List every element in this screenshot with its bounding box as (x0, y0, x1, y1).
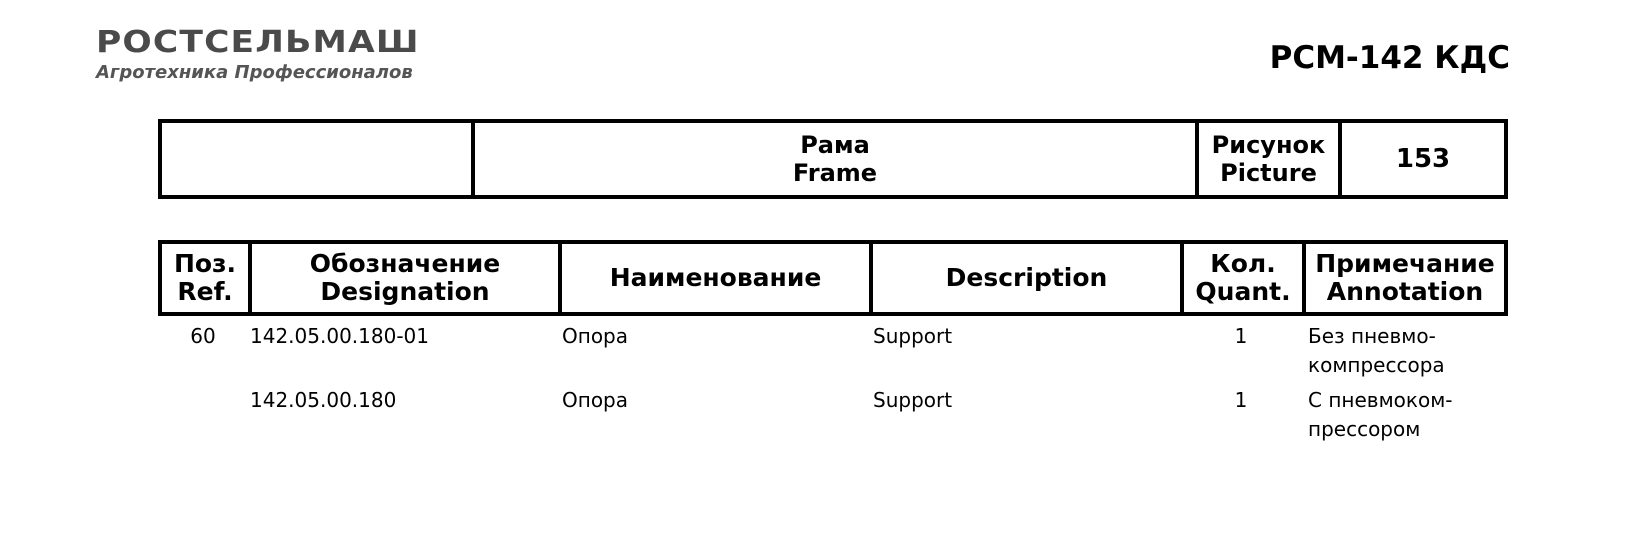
title-block: Рама Frame Рисунок Picture 153 (158, 119, 1508, 199)
company-logo: РОСТСЕЛЬМАШ Агротехника Профессионалов (96, 28, 418, 84)
annotation-line: компрессора (1308, 353, 1445, 377)
cell-annotation: Без пневмо- компрессора (1302, 322, 1508, 380)
cell-ref: 60 (190, 324, 216, 348)
picture-label-cell: Рисунок Picture (1199, 123, 1342, 195)
cell-name: Опора (562, 388, 629, 412)
assembly-name-cell: Рама Frame (475, 123, 1199, 195)
title-block-empty-cell (162, 123, 475, 195)
parts-table-body: 60 142.05.00.180-01 Опора Support 1 Без … (158, 316, 1508, 444)
logo-wordmark: РОСТСЕЛЬМАШ (96, 25, 420, 60)
header-name-ru: Наименование (609, 263, 822, 292)
header-designation-ru: Обозначение (309, 249, 501, 278)
header-designation-en: Designation (320, 277, 490, 306)
header-annotation: Примечание Annotation (1306, 244, 1504, 312)
header-ref-ru: Поз. (173, 249, 237, 278)
header-ref: Поз. Ref. (162, 244, 252, 312)
annotation-line: Без пневмо- (1308, 324, 1436, 348)
cell-designation: 142.05.00.180-01 (250, 324, 429, 348)
assembly-name-en: Frame (792, 159, 878, 187)
cell-quantity: 1 (1234, 388, 1248, 412)
cell-annotation: С пневмоком- прессором (1302, 386, 1508, 444)
header-quantity-ru: Кол. (1210, 249, 1276, 278)
header-ref-en: Ref. (177, 277, 233, 306)
header-annotation-ru: Примечание (1315, 249, 1495, 278)
header-quantity: Кол. Quant. (1184, 244, 1306, 312)
assembly-name-ru: Рама (800, 131, 870, 159)
cell-ref (158, 386, 248, 444)
header-annotation-en: Annotation (1326, 277, 1484, 306)
cell-name: Опора (562, 324, 629, 348)
picture-number: 153 (1395, 144, 1451, 174)
header-name: Наименование (562, 244, 873, 312)
cell-description: Support (873, 324, 953, 348)
cell-description: Support (873, 388, 953, 412)
annotation-line: С пневмоком- (1308, 388, 1453, 412)
header-designation: Обозначение Designation (252, 244, 562, 312)
header-description: Description (873, 244, 1184, 312)
header-quantity-en: Quant. (1195, 277, 1291, 306)
picture-label-en: Picture (1220, 159, 1317, 187)
logo-tagline: Агротехника Профессионалов (96, 62, 413, 83)
table-row: 60 142.05.00.180-01 Опора Support 1 Без … (158, 316, 1508, 380)
annotation-line: прессором (1308, 417, 1421, 441)
header-description-en: Description (945, 263, 1108, 292)
model-title: РСМ-142 КДС (1269, 40, 1510, 76)
picture-label-ru: Рисунок (1211, 131, 1326, 159)
cell-designation: 142.05.00.180 (250, 388, 397, 412)
parts-table-header: Поз. Ref. Обозначение Designation Наимен… (158, 240, 1508, 316)
cell-quantity: 1 (1234, 324, 1248, 348)
table-row: 142.05.00.180 Опора Support 1 С пневмоко… (158, 380, 1508, 444)
